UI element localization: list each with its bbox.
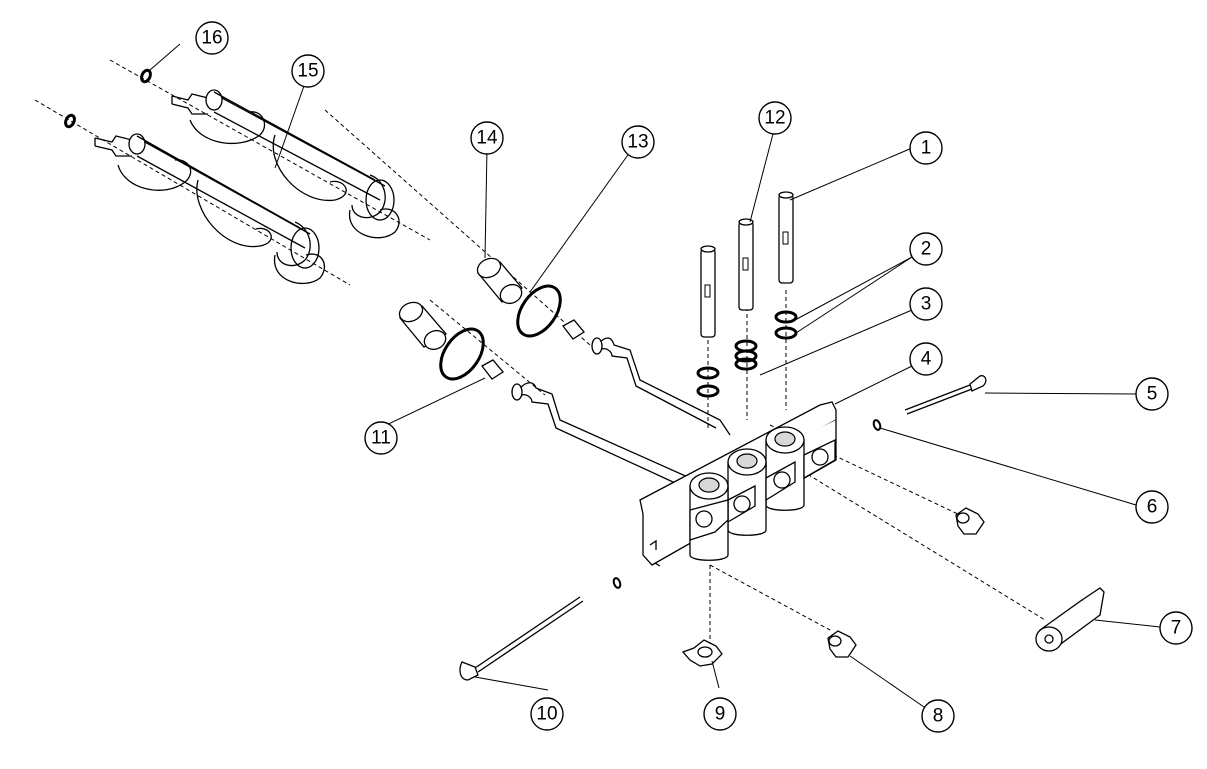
shaft-o-rings — [64, 68, 152, 129]
callout-12: 12 — [758, 101, 792, 135]
valve-pins — [700, 191, 794, 338]
callout-2: 2 — [909, 232, 943, 266]
callout-label-7: 7 — [1171, 618, 1182, 639]
pivot-pin-right — [904, 375, 987, 415]
star-adjuster — [681, 639, 723, 667]
callout-11: 11 — [364, 421, 398, 455]
pivot-pin-left — [459, 596, 584, 681]
valve-o-rings — [696, 310, 798, 398]
spigot-rods — [511, 337, 731, 493]
callout-8: 8 — [921, 699, 955, 733]
callout-7: 7 — [1159, 611, 1193, 645]
callout-label-4: 4 — [921, 349, 932, 370]
bushings — [398, 257, 523, 351]
callout-label-2: 2 — [921, 239, 932, 260]
callout-4: 4 — [909, 342, 943, 376]
nozzle-tool — [1035, 587, 1105, 652]
callout-label-14: 14 — [476, 128, 498, 149]
callout-label-8: 8 — [933, 706, 944, 727]
callout-label-16: 16 — [201, 28, 222, 49]
callout-label-10: 10 — [536, 704, 557, 725]
callout-13: 13 — [621, 125, 655, 159]
spout-left — [689, 472, 756, 561]
callout-10: 10 — [530, 697, 564, 731]
large-o-rings — [439, 284, 562, 381]
callout-label-3: 3 — [921, 294, 932, 315]
callout-16: 16 — [195, 21, 229, 55]
callout-label-15: 15 — [297, 61, 318, 82]
small-o-rings — [612, 419, 882, 589]
callout-label-13: 13 — [627, 132, 648, 153]
callout-1: 1 — [909, 131, 943, 165]
callout-3: 3 — [909, 287, 943, 321]
callout-5: 5 — [1135, 377, 1169, 411]
callout-label-9: 9 — [715, 704, 726, 725]
callout-6: 6 — [1135, 490, 1169, 524]
auger-upper — [171, 89, 400, 239]
callout-label-12: 12 — [764, 108, 785, 129]
knob-upper — [955, 507, 985, 535]
callout-label-5: 5 — [1147, 384, 1158, 405]
auger-lower — [94, 133, 325, 285]
callout-label-11: 11 — [371, 428, 391, 449]
callout-9: 9 — [703, 697, 737, 731]
small-plungers — [481, 319, 585, 380]
callout-14: 14 — [470, 121, 504, 155]
callout-label-1: 1 — [921, 138, 932, 159]
callout-15: 15 — [291, 54, 325, 88]
center-lines — [34, 59, 1046, 650]
freezer-door — [639, 401, 837, 567]
callouts: 1 2 3 4 5 6 7 8 — [195, 21, 1193, 733]
callout-label-6: 6 — [1147, 497, 1158, 518]
leader-lines — [149, 43, 1161, 708]
knob-lower — [827, 630, 857, 658]
